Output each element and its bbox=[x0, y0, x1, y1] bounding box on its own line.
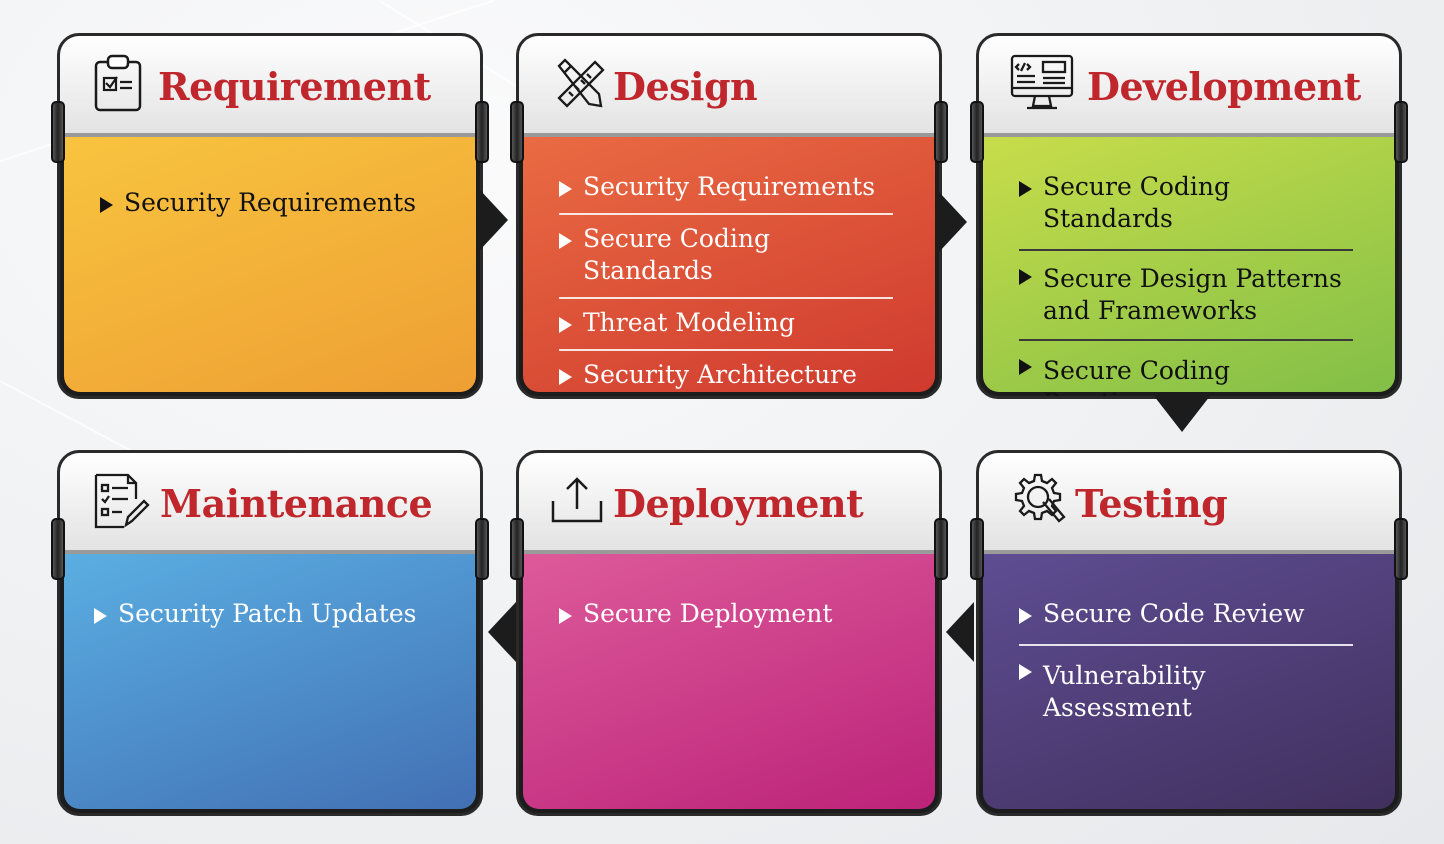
stage-title: Deployment bbox=[613, 481, 864, 526]
stage-body: Security Requirements bbox=[64, 137, 476, 392]
stage-development: Development Secure Coding Standards Secu… bbox=[970, 33, 1408, 399]
clip-left bbox=[970, 518, 984, 580]
stage-requirement: Requirement Security Requirements bbox=[51, 33, 489, 399]
stage-body: Secure Coding Standards Secure Design Pa… bbox=[983, 137, 1395, 396]
code-monitor-icon bbox=[1010, 54, 1074, 110]
list-item: Secure Code Review bbox=[1019, 590, 1353, 646]
clip-left bbox=[970, 101, 984, 163]
flow-arrow-right bbox=[480, 190, 508, 250]
list-item: Secure Coding Standards bbox=[1019, 163, 1353, 251]
checklist-icon bbox=[94, 473, 150, 529]
list-item: Security Requirements bbox=[559, 163, 893, 215]
clip-right bbox=[475, 101, 489, 163]
clip-left bbox=[510, 101, 524, 163]
clip-right bbox=[934, 101, 948, 163]
list-item: Threat Modeling bbox=[559, 299, 893, 351]
flow-arrow-left bbox=[946, 602, 974, 662]
stage-title: Requirement bbox=[158, 64, 431, 109]
flow-arrow-down bbox=[1154, 396, 1210, 432]
clip-right bbox=[475, 518, 489, 580]
list-item: Secure Deployment bbox=[559, 590, 905, 640]
list-item: Secure Coding Practices bbox=[1019, 341, 1353, 396]
list-item: Vulnerability Assessment bbox=[1019, 646, 1353, 734]
list-item: Secure Design Patterns and Frameworks bbox=[1019, 251, 1353, 341]
stage-deployment: Deployment Secure Deployment bbox=[510, 450, 948, 816]
stage-header: Testing bbox=[979, 453, 1399, 554]
clip-left bbox=[51, 518, 65, 580]
stage-title: Design bbox=[613, 64, 758, 109]
clipboard-icon bbox=[94, 54, 142, 112]
stage-body: Secure Deployment bbox=[523, 554, 935, 809]
clip-right bbox=[1394, 101, 1408, 163]
stage-header: Development bbox=[979, 36, 1399, 137]
stage-header: Requirement bbox=[60, 36, 480, 137]
stage-body: Secure Code Review Vulnerability Assessm… bbox=[983, 554, 1395, 809]
clip-right bbox=[934, 518, 948, 580]
flow-arrow-right bbox=[939, 192, 967, 252]
stage-header: Deployment bbox=[519, 453, 939, 554]
list-item: Security Patch Updates bbox=[94, 590, 446, 640]
pencil-ruler-icon bbox=[557, 58, 605, 108]
stage-testing: Testing Secure Code Review Vulnerability… bbox=[970, 450, 1408, 816]
stage-maintenance: Maintenance Security Patch Updates bbox=[51, 450, 489, 816]
stage-body: Security Patch Updates bbox=[64, 554, 476, 809]
clip-left bbox=[51, 101, 65, 163]
stage-title: Testing bbox=[1075, 481, 1228, 526]
flow-arrow-left bbox=[488, 602, 516, 662]
list-item: Security Architecture bbox=[559, 351, 893, 396]
list-item: Secure Coding Standards bbox=[559, 215, 893, 299]
stage-body: Security Requirements Secure Coding Stan… bbox=[523, 137, 935, 392]
stage-header: Maintenance bbox=[60, 453, 480, 554]
stage-title: Development bbox=[1087, 64, 1361, 109]
list-item: Security Requirements bbox=[100, 179, 446, 229]
clip-left bbox=[510, 518, 524, 580]
upload-icon bbox=[551, 477, 603, 523]
stage-design: Design Security Requirements Secure Codi… bbox=[510, 33, 948, 399]
gear-wrench-icon bbox=[1014, 473, 1066, 523]
stage-header: Design bbox=[519, 36, 939, 137]
stage-title: Maintenance bbox=[160, 481, 433, 526]
clip-right bbox=[1394, 518, 1408, 580]
